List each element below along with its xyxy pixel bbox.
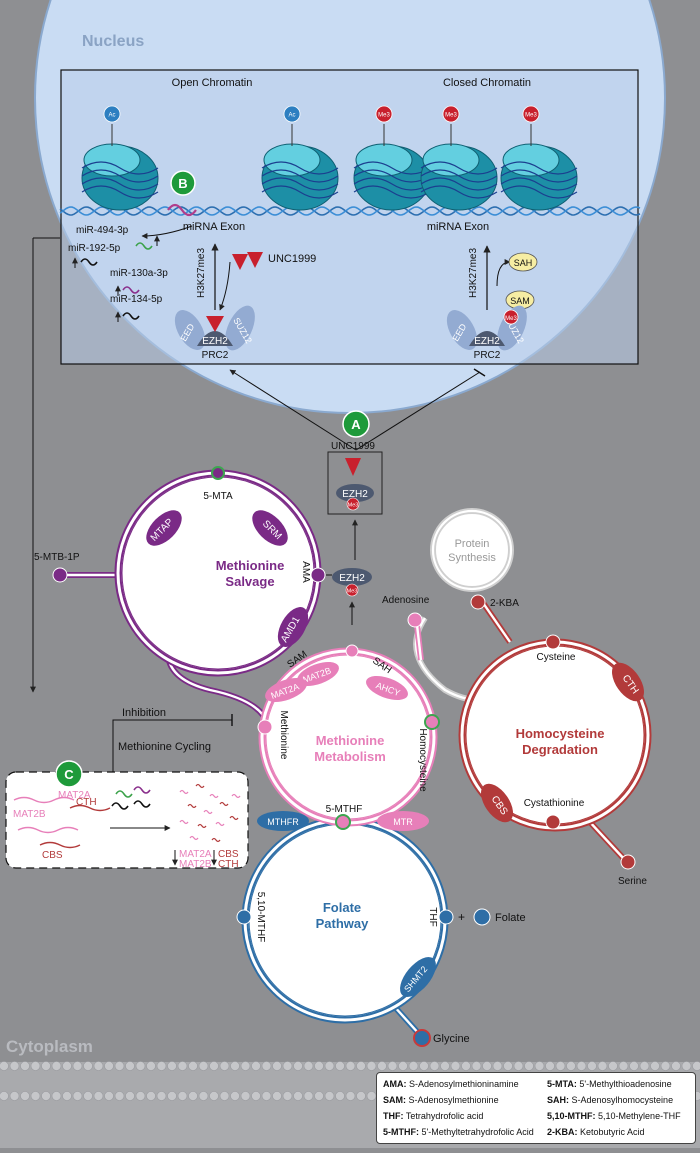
ac-mark-label-0: Ac <box>108 113 115 119</box>
mtr-label: MTR <box>393 817 413 827</box>
protein-synthesis-line2: Synthesis <box>448 552 496 564</box>
panel-c-down-cth-label: CTH <box>218 859 239 870</box>
panel-c-cth-label: CTH <box>76 797 97 808</box>
folate-title-line1: Folate <box>323 900 361 915</box>
chromatin-panel <box>61 70 638 364</box>
mirna-130a-label: miR-130a-3p <box>110 268 168 279</box>
me3-mark-label-3: Me3 <box>445 113 457 119</box>
kba-label: 2-KBA <box>490 598 519 609</box>
serine-label: Serine <box>618 876 647 887</box>
adenosine-label: Adenosine <box>382 595 430 606</box>
metabolism-title-line1: Methionine <box>316 733 385 748</box>
marker-a-label: A <box>351 417 361 432</box>
mirna-exon-closed-label: miRNA Exon <box>427 221 489 233</box>
ezh2-open-label: EZH2 <box>202 336 228 347</box>
salvage-title-line1: Methionine <box>216 558 285 573</box>
sam-nucleus-label: SAM <box>510 296 530 306</box>
mthf510-label: 5,10-MTHF <box>255 892 266 943</box>
marker-b-label: B <box>178 176 187 191</box>
mirna-494-label: miR-494-3p <box>76 225 129 236</box>
me3-mark-label-4: Me3 <box>525 113 537 119</box>
legend-row-sam: SAM: S-Adenosylmethionine <box>383 1095 499 1105</box>
panel-c-mat2b-label: MAT2B <box>13 809 46 820</box>
mthf5-label: 5-MTHF <box>326 804 363 815</box>
panel-c-cbs-label: CBS <box>42 850 63 861</box>
legend-row-mthf510: 5,10-MTHF: 5,10-Methylene-THF <box>547 1111 681 1121</box>
mthfr-label: MTHFR <box>267 817 299 827</box>
prc2-open-label: PRC2 <box>202 350 229 361</box>
cytoplasm-label: Cytoplasm <box>6 1037 93 1056</box>
metabolism-title-line2: Metabolism <box>314 749 386 764</box>
legend-row-thf: THF: Tetrahydrofolic acid <box>383 1111 483 1121</box>
mta-label: 5-MTA <box>203 491 233 502</box>
folate-label: Folate <box>495 912 526 924</box>
cystathionine-label: Cystathionine <box>524 798 585 809</box>
plus-sign: + <box>458 910 465 924</box>
homocysteine-label: Homocysteine <box>417 728 428 792</box>
open-chromatin-label: Open Chromatin <box>172 77 253 89</box>
abbreviation-legend: AMA: S-Adenosylmethioninamine 5-MTA: 5'-… <box>376 1072 696 1144</box>
me3-prc2-label: Me3 <box>505 316 517 322</box>
legend-row-mthf5: 5-MTHF: 5'-Methyltetrahydrofolic Acid <box>383 1127 534 1137</box>
legend-row-mta: 5-MTA: 5'-Methylthioadenosine <box>547 1079 672 1089</box>
mirna-192-label: miR-192-5p <box>68 243 121 254</box>
glycine-label: Glycine <box>433 1033 470 1045</box>
legend-row-kba: 2-KBA: Ketobutyric Acid <box>547 1127 645 1137</box>
unc1999-nucleus-label: UNC1999 <box>268 253 316 265</box>
panel-c-down-mat2b-label: MAT2B <box>179 859 212 870</box>
me3-mark-label-2: Me3 <box>378 113 390 119</box>
nucleus-label: Nucleus <box>82 33 144 50</box>
cysteine-label: Cysteine <box>537 652 576 663</box>
marker-c-label: C <box>64 767 74 782</box>
panel-c: C MAT2A CTH MAT2B CBS MAT2A MAT2B CBS CT… <box>6 761 248 870</box>
legend-row-sah: SAH: S-Adenosylhomocysteine <box>547 1095 673 1105</box>
ezh2-closed-label: EZH2 <box>474 336 500 347</box>
inhibition-label: Inhibition <box>122 707 166 719</box>
mirna-exon-open-label: miRNA Exon <box>183 221 245 233</box>
legend-row-ama: AMA: S-Adenosylmethioninamine <box>383 1079 519 1089</box>
h3k27me3-closed-label: H3K27me3 <box>468 248 479 298</box>
salvage-title-line2: Salvage <box>225 574 274 589</box>
unc1999-label: UNC1999 <box>331 441 375 452</box>
thf-label: THF <box>427 907 438 926</box>
degradation-title-line1: Homocysteine <box>516 726 605 741</box>
ac-mark-label-1: Ac <box>288 113 295 119</box>
methionine-cycling-label: Methionine Cycling <box>118 741 211 753</box>
prc2-closed-label: PRC2 <box>474 350 501 361</box>
methionine-label: Methionine <box>278 711 289 760</box>
protein-synthesis-line1: Protein <box>455 538 490 550</box>
me3-free-label: Me3 <box>347 589 358 595</box>
closed-chromatin-label: Closed Chromatin <box>443 77 531 89</box>
folate-title-line2: Pathway <box>316 916 370 931</box>
h3k27me3-open-label: H3K27me3 <box>196 248 207 298</box>
mtb1p-label: 5-MTB-1P <box>34 552 80 563</box>
ezh2-free-label: EZH2 <box>339 573 365 584</box>
degradation-title-line2: Degradation <box>522 742 598 757</box>
ama-label: AMA <box>300 561 311 583</box>
me3-box-label: Me3 <box>348 503 359 509</box>
sah-nucleus-label: SAH <box>514 258 533 268</box>
